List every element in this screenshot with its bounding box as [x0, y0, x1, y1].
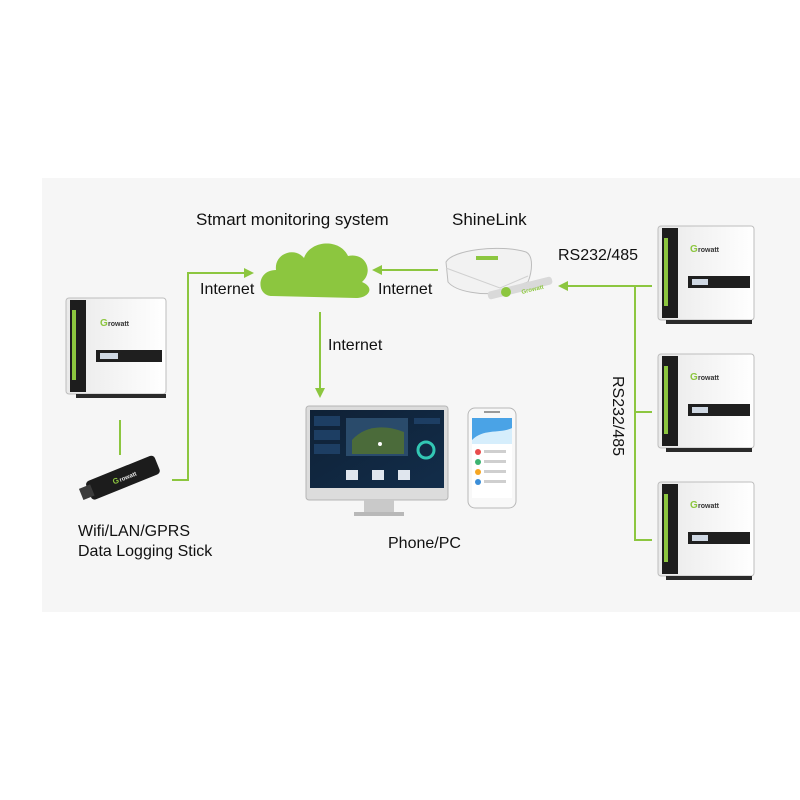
inverter-icon: G rowatt [65, 297, 167, 398]
router-icon: Growatt [445, 247, 553, 300]
svg-text:Growatt: Growatt [521, 285, 544, 296]
svg-text:G: G [100, 318, 108, 329]
internet-right-label: Internet [378, 281, 433, 298]
stick-label-line2: Data Logging Stick [78, 543, 213, 560]
stick-label-line1: Wifi/LAN/GPRS [78, 523, 191, 540]
usb-stick-icon: G rowatt [78, 455, 160, 501]
shinelink-label: ShineLink [452, 210, 527, 229]
stick-to-cloud-line [172, 268, 254, 481]
internet-down-label: Internet [328, 337, 383, 354]
system-label: Stmart monitoring system [196, 210, 389, 229]
cloud-icon [260, 243, 370, 298]
inverter-icon: G rowatt [657, 353, 755, 452]
svg-text:rowatt: rowatt [698, 375, 720, 382]
svg-text:G: G [690, 372, 698, 383]
inverter-icon: G rowatt [657, 481, 755, 580]
svg-text:rowatt: rowatt [698, 247, 720, 254]
connector-lines [119, 265, 652, 541]
svg-text:G: G [111, 476, 120, 487]
phone-pc-label: Phone/PC [388, 535, 461, 552]
rs-top-label: RS232/485 [558, 247, 639, 264]
inverter-icon: G rowatt [657, 225, 755, 324]
svg-text:G: G [690, 244, 698, 255]
monitor-icon [305, 405, 449, 516]
rs-vertical-label: RS232/485 [609, 376, 626, 457]
svg-text:rowatt: rowatt [698, 503, 720, 510]
svg-text:G: G [690, 500, 698, 511]
svg-text:rowatt: rowatt [108, 321, 130, 328]
internet-left-label: Internet [200, 281, 255, 298]
phone-icon [467, 407, 517, 509]
